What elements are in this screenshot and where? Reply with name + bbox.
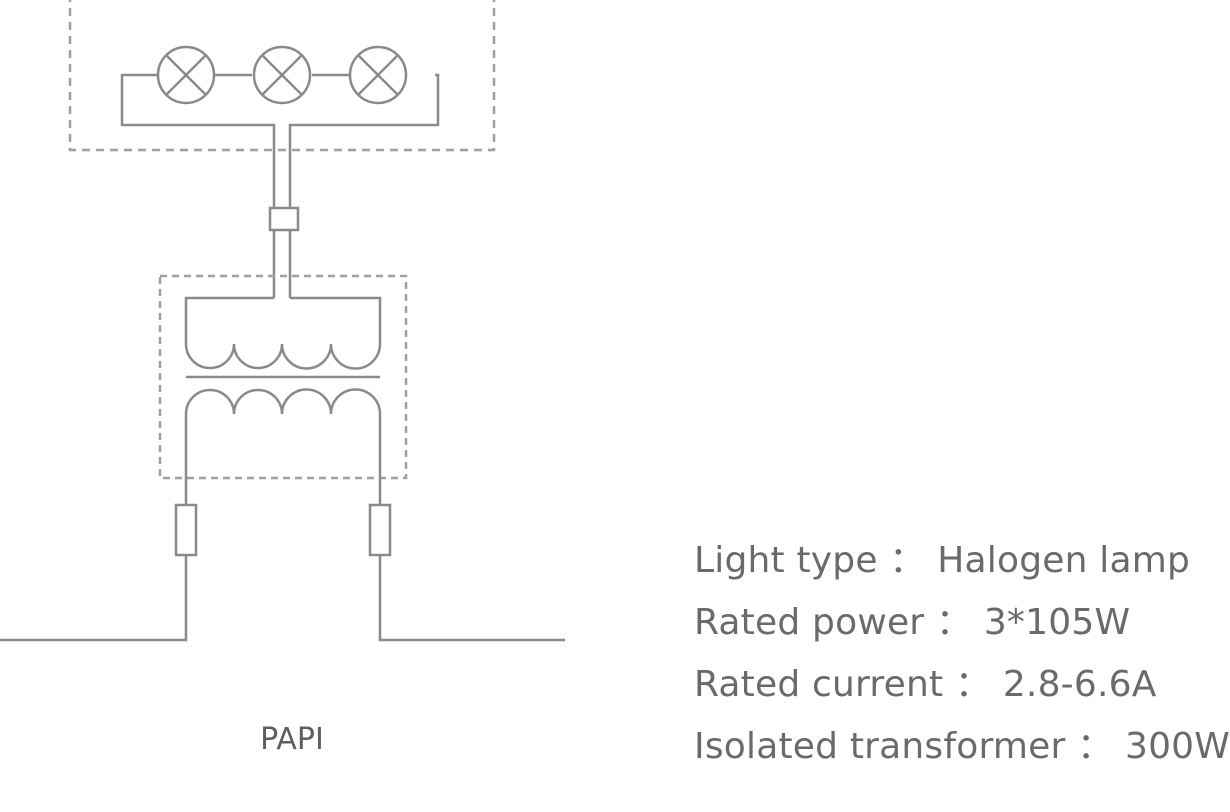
- spec-light-type: Light type ： Halogen lamp: [694, 530, 1230, 592]
- spec-label: Isolated transformer: [694, 726, 1066, 767]
- lamp-cross-circle-icon: [252, 45, 312, 105]
- lamp-cross-circle-icon: [348, 45, 408, 105]
- lamp-housing-box: [68, 0, 496, 152]
- papi-wiring-diagram: [0, 0, 565, 642]
- spec-separator: ：: [954, 664, 992, 705]
- diagram-caption: PAPI: [260, 722, 324, 757]
- lamp-loop-wiring: [120, 73, 440, 232]
- resistor-icon: [368, 503, 392, 557]
- spec-value: Halogen lamp: [937, 540, 1191, 581]
- spec-value: 2.8-6.6A: [1002, 664, 1157, 705]
- spec-value: 300W: [1124, 726, 1230, 767]
- spec-label: Rated power: [694, 602, 925, 643]
- spec-rated-current: Rated current ： 2.8-6.6A: [694, 654, 1230, 716]
- feed-line-right: [378, 555, 565, 642]
- spec-rated-power: Rated power ： 3*105W: [694, 592, 1230, 654]
- spec-label: Light type: [694, 540, 878, 581]
- spec-separator: ：: [935, 602, 973, 643]
- spec-value: 3*105W: [983, 602, 1131, 643]
- isolation-transformer-icon: [184, 296, 382, 415]
- spec-separator: ：: [889, 540, 926, 581]
- feed-line-left: [0, 555, 188, 642]
- lamp-cross-circle-icon: [156, 45, 216, 105]
- transformer-housing-box: [158, 274, 408, 480]
- spec-separator: ：: [1077, 726, 1114, 767]
- spec-list: Light type ： Halogen lamp Rated power ： …: [694, 530, 1230, 778]
- spec-isolated-transformer: Isolated transformer ： 300W: [694, 716, 1230, 778]
- spec-label: Rated current: [694, 664, 944, 705]
- resistor-icon: [174, 503, 198, 557]
- connector-block-icon: [268, 206, 300, 232]
